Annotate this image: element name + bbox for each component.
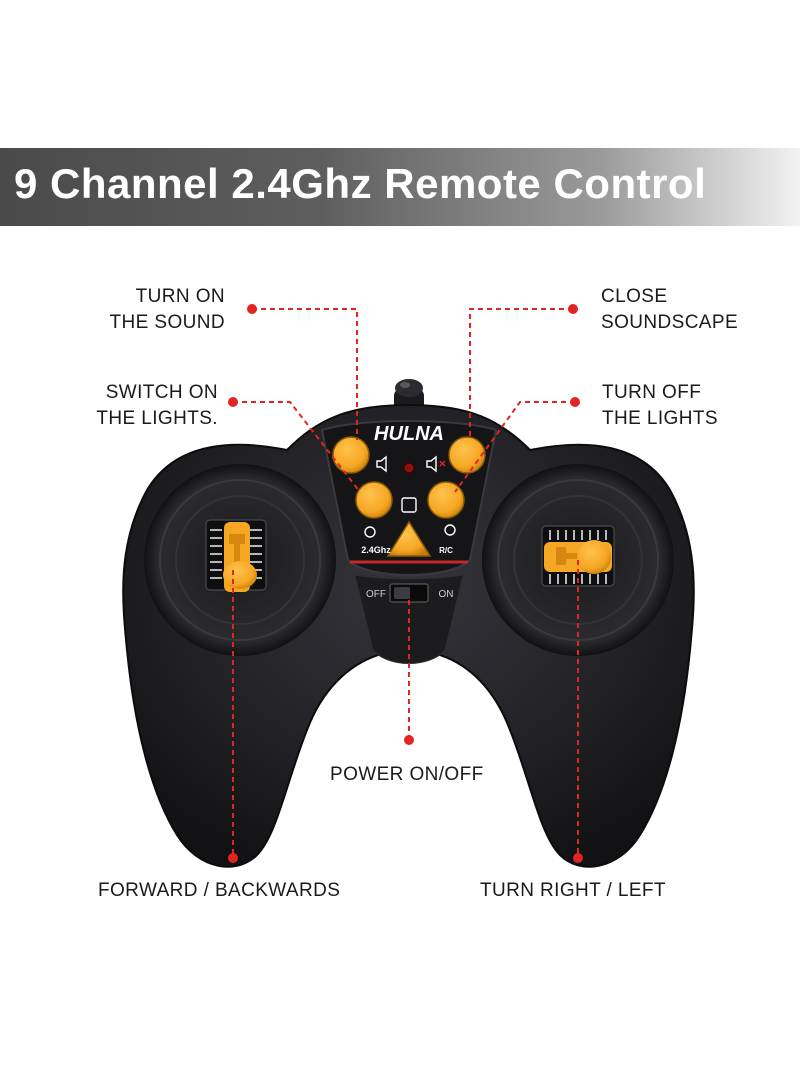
power-switch-knob[interactable] — [394, 587, 410, 599]
mode-label: R/C — [439, 546, 453, 555]
mute-x-icon — [439, 460, 446, 467]
sound-on-button[interactable] — [332, 436, 370, 474]
frequency-label: 2.4Ghz — [361, 545, 391, 555]
callout-turn-right-left: TURN RIGHT / LEFT — [480, 880, 666, 901]
lights-on-button[interactable] — [355, 481, 393, 519]
switch-off-label: OFF — [366, 589, 386, 600]
callout-dots — [228, 304, 583, 863]
callout-forward-backwards: FORWARD / BACKWARDS — [98, 880, 341, 901]
callout-turn-off-lights: TURN OFF THE LIGHTS — [602, 382, 718, 429]
speaker-mute-icon — [426, 455, 437, 473]
callout-power: POWER ON/OFF — [330, 764, 484, 785]
sound-off-button[interactable] — [448, 436, 486, 474]
callout-close-soundscape: CLOSE SOUNDSCAPE — [601, 286, 739, 333]
speaker-icon — [376, 455, 387, 473]
triangle-button[interactable] — [386, 520, 432, 557]
callout-turn-on-sound: TURN ON THE SOUND — [109, 286, 225, 333]
callout-switch-on-lights: SWITCH ON THE LIGHTS. — [96, 382, 218, 429]
turn-right-left-stick[interactable] — [541, 525, 615, 587]
status-led — [403, 462, 415, 474]
bulb-off-icon — [444, 524, 456, 536]
forward-backward-stick[interactable] — [205, 519, 267, 592]
switch-on-label: ON — [439, 589, 454, 600]
title-banner: 9 Channel 2.4Ghz Remote Control — [0, 148, 800, 226]
bulb-on-icon — [364, 526, 376, 538]
banner-title: 9 Channel 2.4Ghz Remote Control — [14, 160, 707, 207]
lights-off-button[interactable] — [427, 481, 465, 519]
brand-logo: HULNA — [374, 423, 444, 445]
chip-icon — [401, 497, 417, 513]
callout-lines — [232, 308, 579, 858]
